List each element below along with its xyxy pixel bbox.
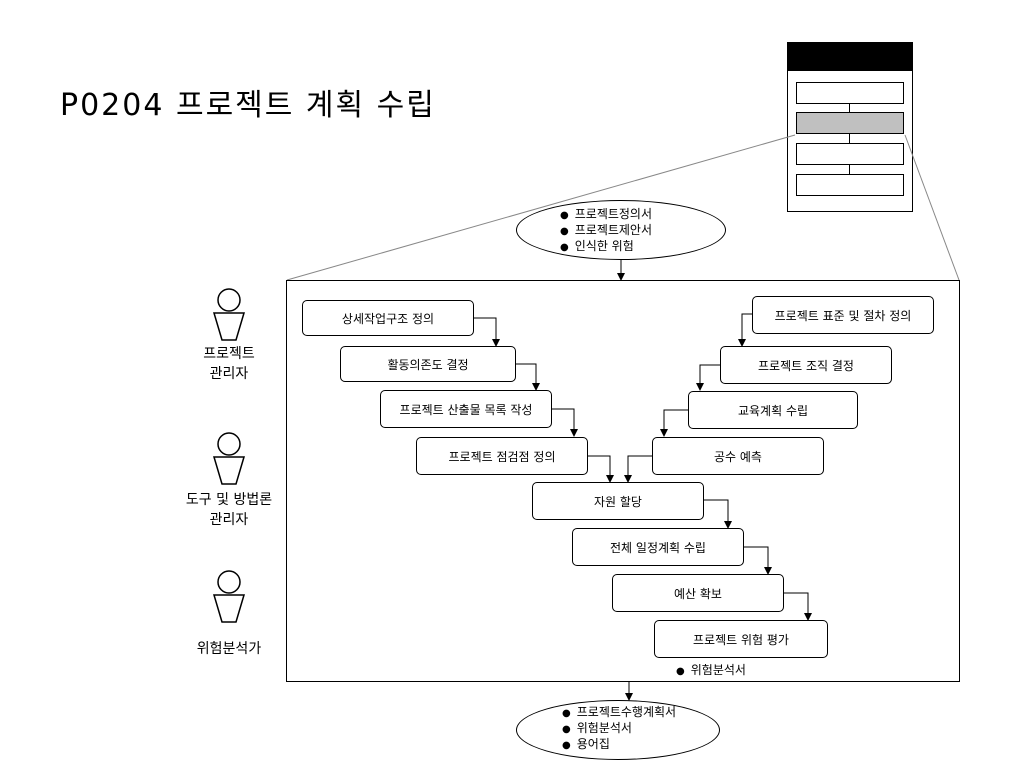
input-list: 프로젝트정의서 프로젝트제안서 인식한 위험 xyxy=(560,207,652,255)
arrow-bottom-3 xyxy=(784,592,812,621)
actor-figure-body xyxy=(212,312,246,341)
arrow-left-1 xyxy=(474,317,500,347)
mini-step-2-selected xyxy=(796,112,904,134)
step-organization[interactable]: 프로젝트 조직 결정 xyxy=(720,346,892,384)
list-item: 프로젝트제안서 xyxy=(560,223,652,239)
step-risk-assessment[interactable]: 프로젝트 위험 평가 xyxy=(654,620,828,658)
step-schedule[interactable]: 전체 일정계획 수립 xyxy=(572,528,744,566)
mini-navigator-header xyxy=(788,43,912,71)
step-dependency[interactable]: 활동의존도 결정 xyxy=(340,346,516,382)
list-item: 인식한 위험 xyxy=(560,239,652,255)
step-wbs-define[interactable]: 상세작업구조 정의 xyxy=(302,300,474,336)
list-item: 위험분석서 xyxy=(562,721,676,737)
step-resource-allocation[interactable]: 자원 할당 xyxy=(532,482,704,520)
actor-label-risk: 위험분석가 xyxy=(196,641,262,657)
list-item: 프로젝트정의서 xyxy=(560,207,652,223)
arrow-left-4 xyxy=(588,455,614,483)
step-checkpoints[interactable]: 프로젝트 점검점 정의 xyxy=(416,437,588,475)
actor-figure-head xyxy=(217,288,241,312)
zoom-line-right xyxy=(904,134,960,281)
actor-label-tools: 도구 및 방법론 관리자 xyxy=(185,492,273,528)
arrow-right-4 xyxy=(624,455,652,483)
arrow-right-3 xyxy=(660,409,688,437)
output-list: 프로젝트수행계획서 위험분석서 용어집 xyxy=(562,705,676,753)
arrow-bottom-1 xyxy=(704,499,732,529)
mini-connector xyxy=(849,104,850,112)
actor-figures xyxy=(212,288,246,623)
actor-figure-head xyxy=(217,570,241,594)
list-item: 용어집 xyxy=(562,737,676,753)
arrow-left-3 xyxy=(552,408,578,437)
risk-output-note: 위험분석서 xyxy=(676,663,746,679)
page-title: P0204 프로젝트 계획 수립 xyxy=(60,88,436,123)
mini-step-3 xyxy=(796,143,904,165)
step-effort-estimate[interactable]: 공수 예측 xyxy=(652,437,824,475)
step-training[interactable]: 교육계획 수립 xyxy=(688,391,858,429)
list-item: 위험분석서 xyxy=(676,663,746,679)
arrow-right-1 xyxy=(738,313,752,347)
mini-step-1 xyxy=(796,82,904,104)
arrow-left-2 xyxy=(516,363,540,391)
list-item: 프로젝트수행계획서 xyxy=(562,705,676,721)
arrow-bottom-2 xyxy=(744,546,772,575)
mini-step-4 xyxy=(796,174,904,196)
step-standards[interactable]: 프로젝트 표준 및 절차 정의 xyxy=(752,296,934,334)
actor-figure-body xyxy=(212,594,246,623)
mini-navigator xyxy=(787,42,913,212)
zoom-line-left xyxy=(286,134,796,281)
mini-connector xyxy=(849,134,850,143)
step-budget[interactable]: 예산 확보 xyxy=(612,574,784,612)
step-deliverables[interactable]: 프로젝트 산출물 목록 작성 xyxy=(380,390,552,428)
mini-connector xyxy=(849,165,850,174)
actor-label-pm: 프로젝트 관리자 xyxy=(203,346,255,382)
actor-figure-body xyxy=(212,456,246,485)
process-frame xyxy=(286,280,960,682)
actor-figure-head xyxy=(217,432,241,456)
arrow-right-2 xyxy=(696,364,720,391)
